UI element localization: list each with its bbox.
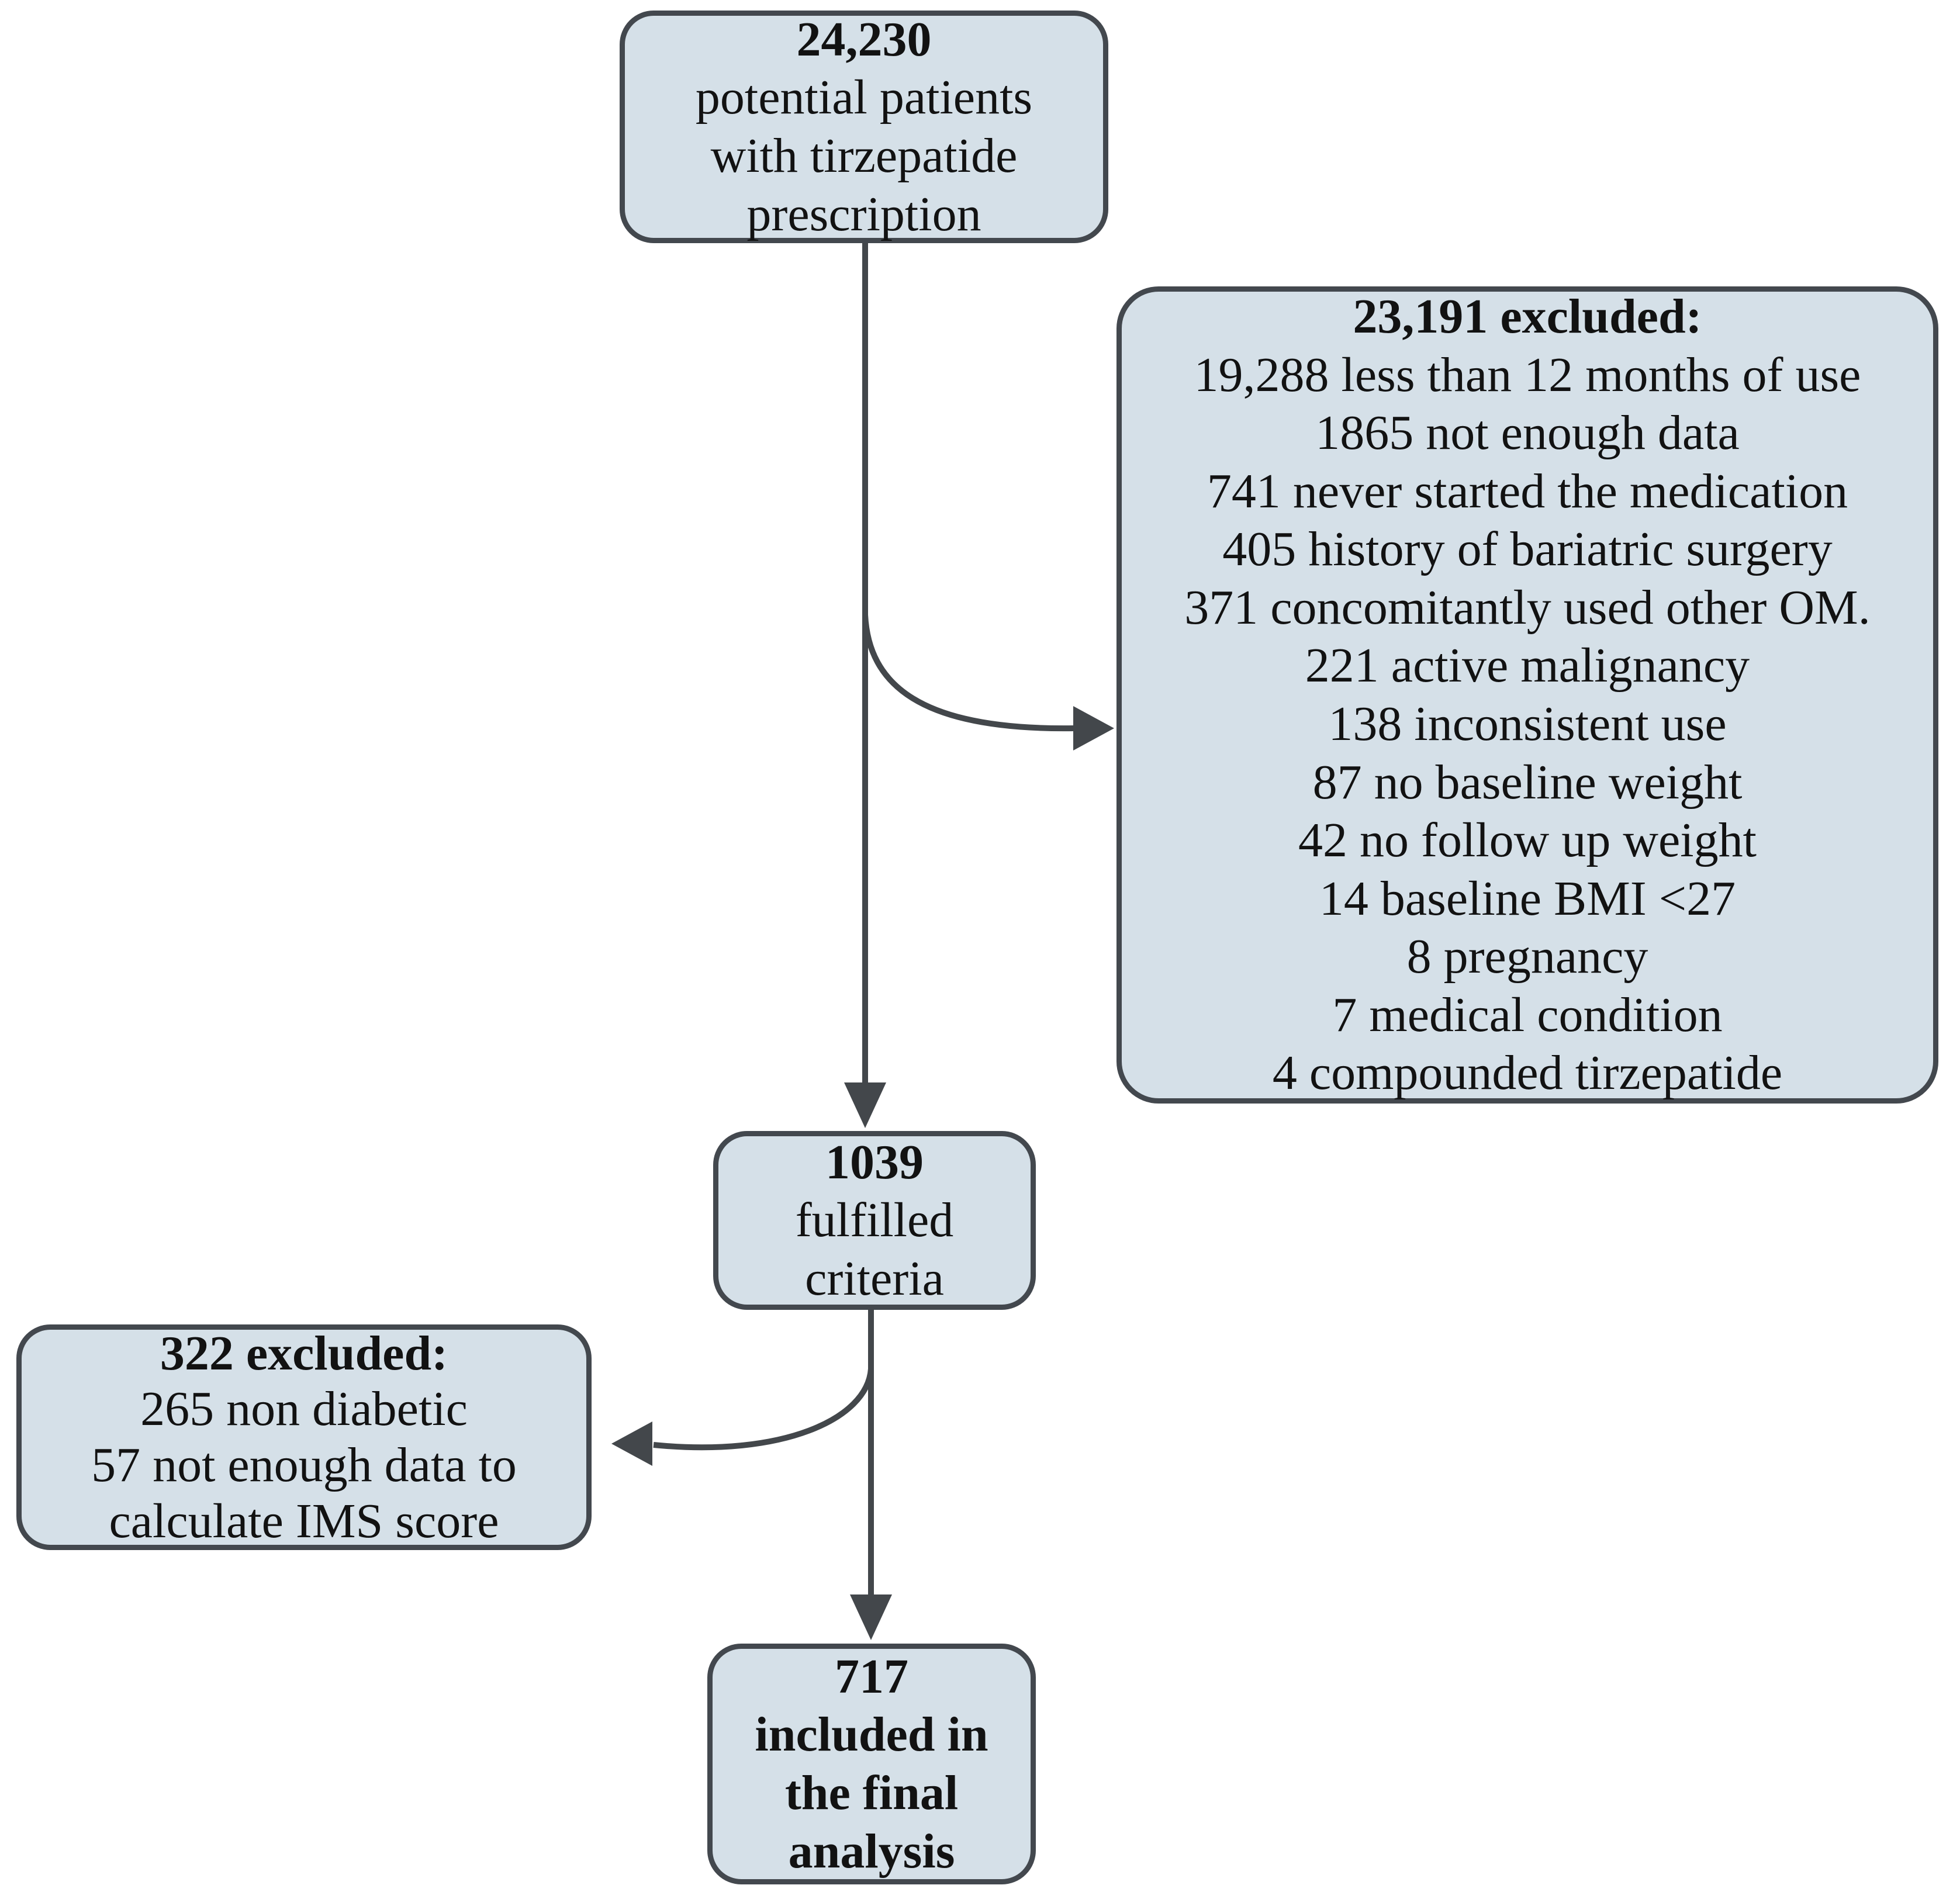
excluded-header: 23,191 excluded:: [1353, 289, 1702, 344]
node-count: 1039: [825, 1134, 924, 1189]
excluded-reason: 42 no follow up weight: [1298, 813, 1757, 868]
excluded-reason: 7 medical condition: [1332, 987, 1723, 1042]
node-label-line: the final: [784, 1766, 959, 1820]
excluded-reason: 741 never started the medication: [1207, 464, 1848, 518]
excluded-reason: 371 concomitantly used other OM.: [1184, 580, 1871, 635]
node-label-line: with tirzepatide: [710, 129, 1018, 183]
node-fulfilled-criteria: 1039 fulfilled criteria: [713, 1131, 1036, 1310]
arrowhead-down-icon: [844, 1082, 886, 1128]
node-count: 717: [835, 1649, 908, 1704]
node-label-line: included in: [755, 1707, 988, 1762]
node-potential-patients: 24,230 potential patients with tirzepati…: [620, 11, 1108, 243]
arrow-shaft: [653, 1368, 874, 1451]
excluded-reason: 57 not enough data to calculate IMS scor…: [91, 1438, 517, 1548]
excluded-reason: 138 inconsistent use: [1328, 697, 1727, 751]
excluded-reason: 8 pregnancy: [1406, 929, 1648, 984]
arrow-potential-to-criteria: [844, 243, 886, 1128]
excluded-reason: 4 compounded tirzepatide: [1272, 1046, 1783, 1101]
arrow-to-excluded-main: [862, 614, 1114, 750]
node-excluded-main: 23,191 excluded: 19,288 less than 12 mon…: [1116, 286, 1938, 1104]
arrow-criteria-to-final: [850, 1310, 892, 1640]
node-label-line: analysis: [788, 1824, 955, 1879]
node-label-line: fulfilled: [795, 1193, 954, 1248]
excluded-reason: 405 history of bariatric surgery: [1222, 522, 1833, 577]
excluded-reason: 221 active malignancy: [1305, 638, 1750, 693]
node-label-line: potential patients: [695, 70, 1033, 125]
arrowhead-left-icon: [611, 1421, 652, 1466]
excluded-reason: 19,288 less than 12 months of use: [1194, 347, 1861, 402]
node-label-line: prescription: [746, 186, 981, 241]
node-count: 24,230: [796, 12, 932, 67]
arrowhead-down-icon: [850, 1594, 892, 1640]
node-excluded-ims: 322 excluded: 265 non diabetic 57 not en…: [16, 1324, 592, 1550]
excluded-header: 322 excluded:: [160, 1326, 448, 1381]
excluded-reason: 1865 not enough data: [1315, 406, 1740, 461]
arrowhead-right-icon: [1073, 706, 1114, 750]
node-final-analysis: 717 included in the final analysis: [707, 1644, 1036, 1884]
excluded-reason: 14 baseline BMI <27: [1319, 871, 1736, 926]
arrow-shaft: [862, 614, 1075, 732]
excluded-reason: 87 no baseline weight: [1312, 755, 1743, 810]
excluded-reason: 265 non diabetic: [140, 1382, 468, 1437]
arrow-to-excluded-ims: [611, 1368, 874, 1466]
node-label-line: criteria: [805, 1251, 944, 1306]
